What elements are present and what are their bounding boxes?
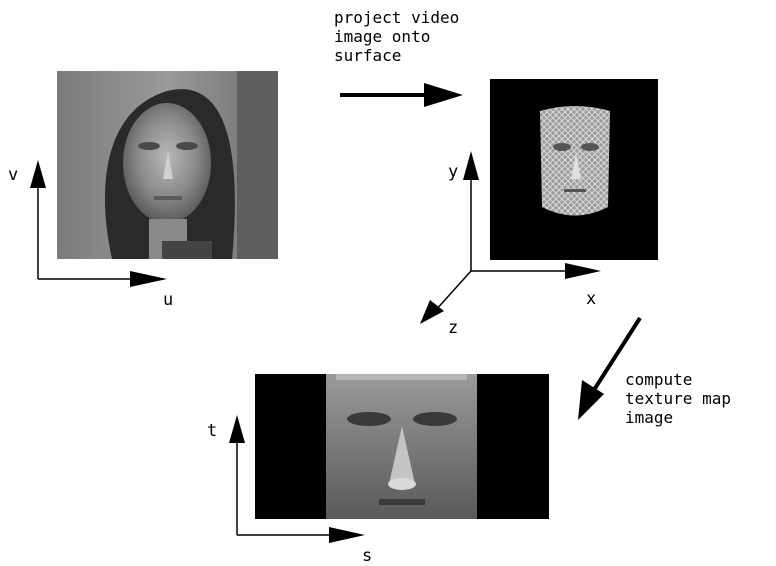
surface-image <box>490 79 658 260</box>
project-arrow <box>340 83 463 107</box>
axis-label-s: s <box>362 546 373 566</box>
axis-label-u: u <box>163 290 174 310</box>
axis-label-x: x <box>586 289 597 309</box>
project-caption: project video image onto surface <box>334 8 459 65</box>
surface-axes <box>420 151 601 324</box>
compute-arrow <box>578 316 642 420</box>
project-caption-line-1: project video <box>334 8 460 27</box>
video-image <box>57 71 278 259</box>
texture-axes <box>229 415 365 543</box>
axis-label-t: t <box>207 421 218 441</box>
project-caption-line-3: surface <box>334 46 402 65</box>
axis-label-v: v <box>8 165 19 185</box>
axis-label-z: z <box>448 318 459 338</box>
axis-label-y: y <box>448 162 459 182</box>
compute-caption-line-2: texture map <box>625 389 731 408</box>
texture-map-image <box>255 374 549 519</box>
video-axes <box>30 160 167 287</box>
project-caption-line-2: image onto <box>334 27 431 46</box>
compute-caption-line-3: image <box>625 408 674 427</box>
compute-caption-line-1: compute <box>625 370 693 389</box>
compute-caption: compute texture map image <box>625 370 731 427</box>
